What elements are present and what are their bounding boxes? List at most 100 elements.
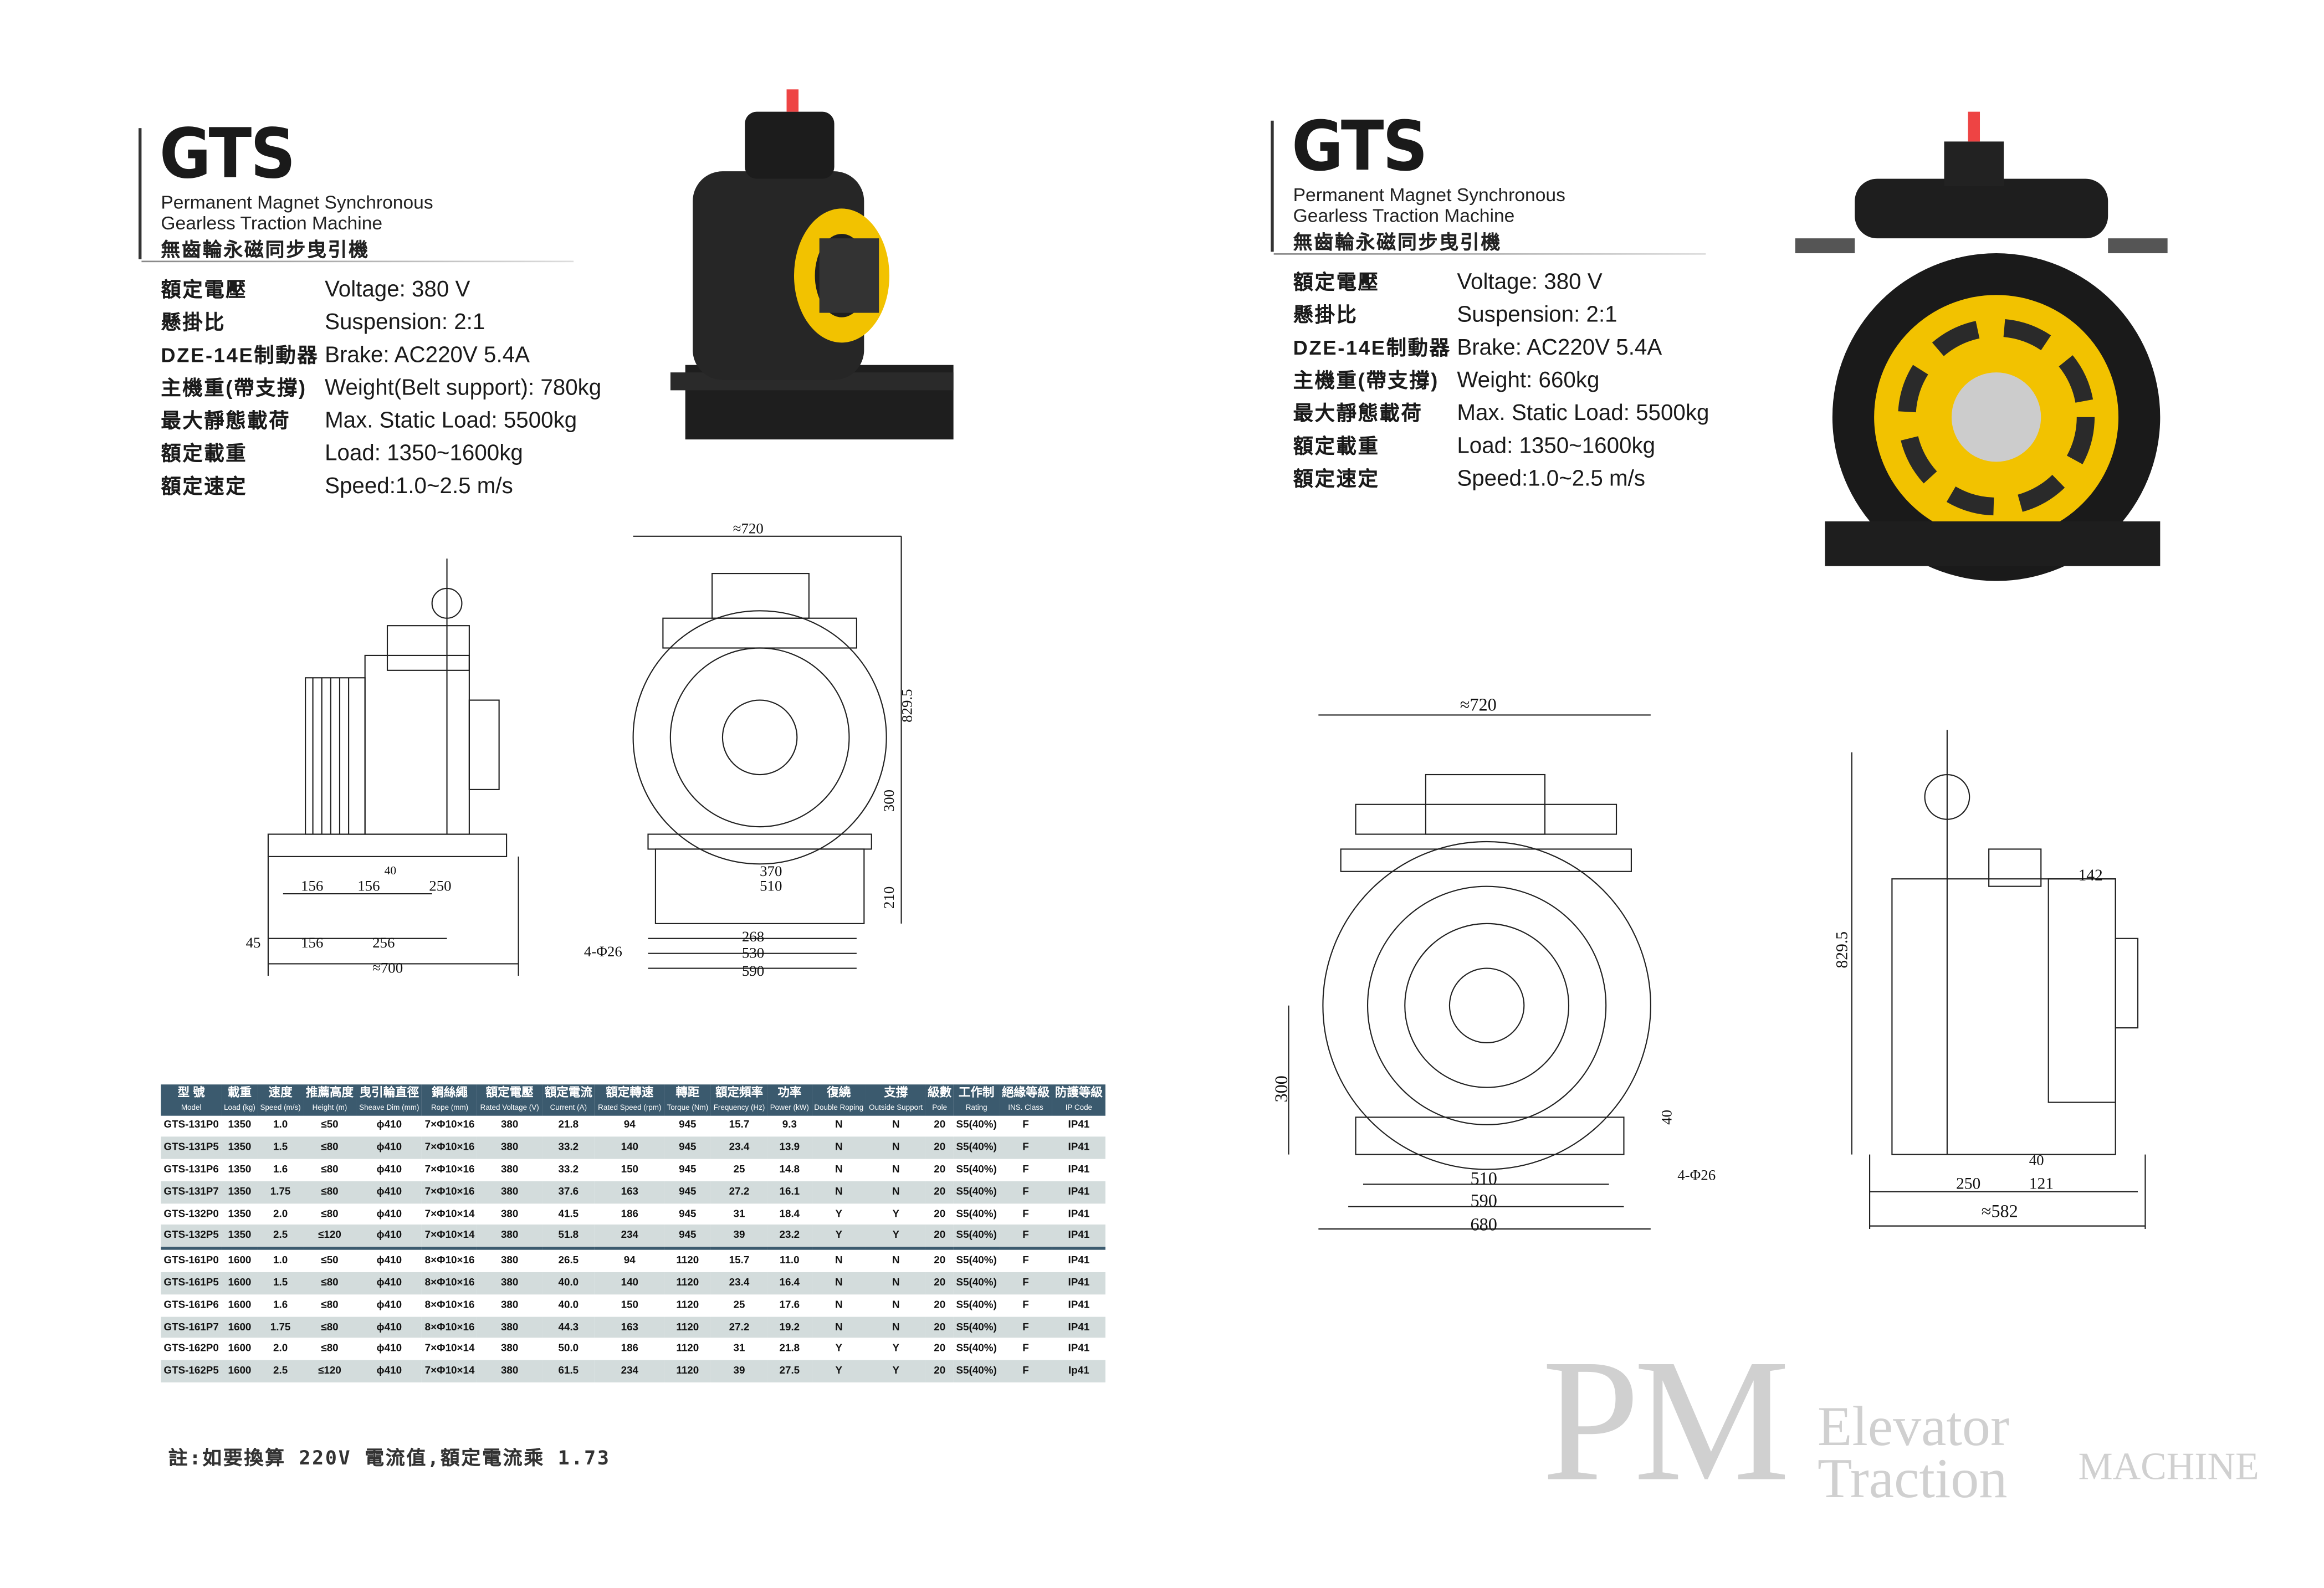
table-cell: N [811, 1316, 867, 1339]
table-cell: 9.3 [782, 1120, 797, 1131]
table-cell: 1120 [664, 1247, 711, 1273]
column-header-cn: 推薦高度 [305, 1085, 354, 1100]
table-cell: ϕ410 [356, 1137, 422, 1159]
front-view-drawing-left: ≈720 829.5 300 210 370 510 268 530 590 4… [584, 520, 915, 979]
dim-829: 829.5 [898, 689, 915, 722]
table-cell: 61.5 [542, 1360, 595, 1383]
watermark-machine: MACHINE [2078, 1444, 2259, 1488]
table-cell: ≤80 [321, 1165, 339, 1176]
table-cell: ≤50 [303, 1247, 356, 1273]
table-cell: 20 [934, 1300, 946, 1311]
spec-value: Weight(Belt support): 780kg [325, 375, 602, 401]
table-cell: 1600 [221, 1247, 258, 1273]
spec-label: DZE-14E制動器 [1293, 336, 1451, 359]
table-cell: 23.4 [710, 1272, 768, 1294]
table-cell: 20 [925, 1137, 954, 1159]
left-subtitle-2: Gearless Traction Machine [161, 213, 383, 234]
table-cell: N [892, 1120, 900, 1131]
table-cell: S5(40%) [956, 1344, 997, 1355]
table-cell: 23.2 [767, 1225, 812, 1249]
table-cell: GTS-131P7 [161, 1181, 222, 1203]
table-cell: 380 [477, 1272, 542, 1294]
table-cell: 380 [477, 1225, 542, 1249]
table-cell: N [835, 1165, 843, 1176]
table-cell: ϕ410 [356, 1360, 422, 1383]
table-cell: Y [835, 1344, 843, 1355]
table-cell: 27.5 [767, 1360, 812, 1383]
table-cell: F [999, 1137, 1052, 1159]
dim-142: 142 [2078, 867, 2102, 884]
table-cell: 20 [934, 1208, 946, 1220]
spec-value: Suspension: 2:1 [325, 310, 485, 335]
table-cell: 1350 [221, 1225, 258, 1249]
table-cell: S5(40%) [956, 1165, 997, 1176]
table-cell: GTS-161P5 [161, 1272, 222, 1294]
column-header-cn: 支撐 [884, 1085, 908, 1100]
table-cell: IP41 [1068, 1120, 1090, 1131]
table-cell: Y [866, 1225, 926, 1249]
table-cell: 15.7 [729, 1120, 750, 1131]
table-cell: S5(40%) [956, 1120, 997, 1131]
table-cell: 20 [934, 1165, 946, 1176]
table-cell: 945 [664, 1225, 711, 1249]
table-cell: GTS-131P6 [163, 1165, 219, 1176]
column-header-en: IP Code [1065, 1103, 1093, 1112]
table-cell: 16.4 [767, 1272, 812, 1294]
table-cell: 20 [925, 1225, 954, 1249]
table-cell: 20 [934, 1344, 946, 1355]
table-cell: Y [811, 1360, 867, 1383]
table-cell: 7×Φ10×16 [422, 1137, 478, 1159]
table-cell: 7×Φ10×16 [422, 1181, 478, 1203]
table-cell: N [866, 1316, 926, 1339]
table-cell: 1120 [664, 1272, 711, 1294]
column-header-en: Frequency (Hz) [713, 1103, 765, 1112]
divider [141, 260, 574, 263]
table-cell: 140 [595, 1272, 664, 1294]
divider [1273, 253, 1706, 255]
table-cell: IP41 [1068, 1208, 1090, 1220]
table-cell: 1600 [221, 1360, 258, 1383]
column-header-cn: 速度 [268, 1085, 293, 1100]
table-cell: 380 [477, 1247, 542, 1273]
table-cell: 7×Φ10×14 [424, 1344, 475, 1355]
table-cell: S5(40%) [954, 1181, 1000, 1203]
table-cell: GTS-132P5 [161, 1225, 222, 1249]
table-cell: 40.0 [542, 1272, 595, 1294]
table-cell: F [1022, 1120, 1029, 1131]
table-cell: 945 [664, 1181, 711, 1203]
table-cell: 11.0 [767, 1247, 812, 1273]
column-header-en: Double Roping [814, 1103, 864, 1112]
table-cell: 945 [679, 1165, 697, 1176]
machine-photo-right [1795, 111, 2168, 581]
table-cell: ϕ410 [376, 1208, 402, 1220]
table-cell: 7×Φ10×16 [424, 1165, 475, 1176]
column-header-cn: 額定頻率 [715, 1085, 764, 1100]
table-cell: 14.8 [779, 1165, 800, 1176]
column-header-cn: 級數 [928, 1085, 952, 1100]
dim-121: 121 [2029, 1175, 2054, 1192]
spec-value: Brake: AC220V 5.4A [325, 342, 530, 368]
table-cell: GTS-132P0 [163, 1208, 219, 1220]
table-cell: 7×Φ10×14 [424, 1208, 475, 1220]
table-cell: 37.6 [542, 1181, 595, 1203]
table-cell: 1.0 [257, 1247, 304, 1273]
title-bar [1271, 120, 1274, 252]
watermark-traction: Traction [1817, 1448, 2008, 1511]
table-cell: Y [811, 1225, 867, 1249]
column-header-cn: 絕緣等級 [1002, 1085, 1050, 1100]
table-cell: ≤80 [303, 1137, 356, 1159]
right-title: GTS [1291, 105, 1428, 187]
